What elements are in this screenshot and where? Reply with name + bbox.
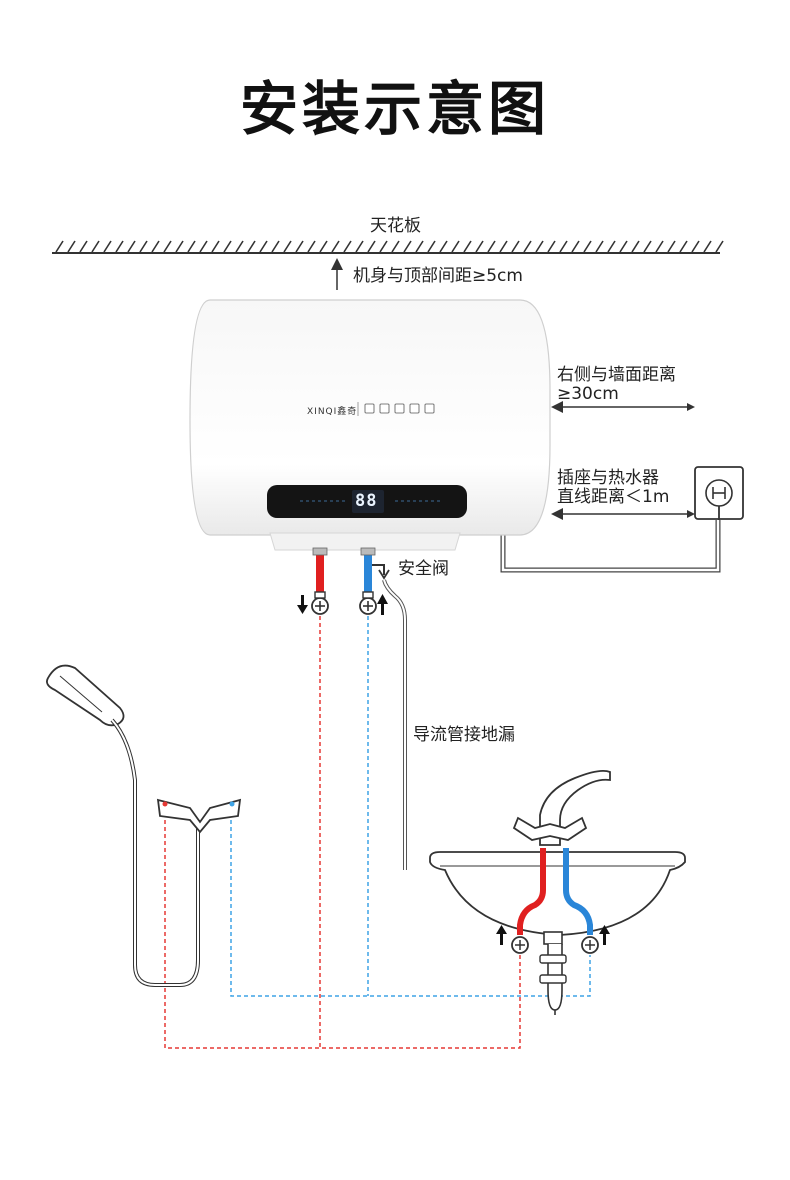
heater-flow-arrows <box>297 594 388 615</box>
ceiling-hatch <box>271 240 280 253</box>
ceiling-hatch <box>619 240 628 253</box>
ceiling-hatch <box>223 240 232 253</box>
ceiling-hatch <box>331 240 340 253</box>
hot-water-line <box>164 616 521 1049</box>
ceiling-hatch <box>199 240 208 253</box>
basin-flow-arrows <box>496 925 610 945</box>
cold-water-line <box>230 616 591 997</box>
ceiling-hatch <box>403 240 412 253</box>
ceiling-hatch <box>55 240 64 253</box>
ceiling-hatch <box>571 240 580 253</box>
right-gap-arrow <box>551 401 695 413</box>
ceiling-hatch <box>355 240 364 253</box>
ceiling-hatch <box>463 240 472 253</box>
ceiling-hatch <box>703 240 712 253</box>
wall-socket <box>694 466 744 520</box>
ceiling-hatch <box>415 240 424 253</box>
ceiling <box>52 240 724 254</box>
ceiling-hatch <box>367 240 376 253</box>
ceiling-hatch <box>439 240 448 253</box>
heater-hot-outlet <box>311 547 329 615</box>
ceiling-hatch <box>319 240 328 253</box>
heater-brand-logo: XINQI鑫奇 <box>307 407 358 417</box>
ceiling-hatch <box>679 240 688 253</box>
socket-distance-label-line2: 直线距离＜1m <box>557 487 670 507</box>
ceiling-hatch <box>667 240 676 253</box>
ceiling-hatch <box>511 240 520 253</box>
ceiling-hatch <box>475 240 484 253</box>
socket-distance-label-line1: 插座与热水器 <box>557 468 659 488</box>
page-title: 安装示意图 <box>239 75 550 143</box>
right-gap-label-line2: ≥30cm <box>557 384 619 404</box>
ceiling-hatch <box>583 240 592 253</box>
ceiling-hatch <box>655 240 664 253</box>
shower-set <box>46 664 242 987</box>
ceiling-hatch <box>559 240 568 253</box>
ceiling-hatch <box>163 240 172 253</box>
heater-cold-inlet <box>359 547 377 615</box>
ceiling-hatch <box>211 240 220 253</box>
ceiling-hatch <box>499 240 508 253</box>
right-gap-label-line1: 右侧与墙面距离 <box>557 365 676 385</box>
ceiling-hatch <box>379 240 388 253</box>
ceiling-hatch <box>139 240 148 253</box>
ceiling-hatch <box>91 240 100 253</box>
ceiling-hatch <box>235 240 244 253</box>
ceiling-hatch <box>175 240 184 253</box>
ceiling-hatch <box>643 240 652 253</box>
ceiling-hatch <box>259 240 268 253</box>
ceiling-hatch <box>427 240 436 253</box>
ceiling-hatch <box>523 240 532 253</box>
ceiling-hatch <box>343 240 352 253</box>
ceiling-hatch <box>547 240 556 253</box>
drain-tube-label: 导流管接地漏 <box>413 725 515 745</box>
ceiling-hatch <box>127 240 136 253</box>
ceiling-hatch <box>607 240 616 253</box>
ceiling-hatch <box>691 240 700 253</box>
ceiling-hatch <box>103 240 112 253</box>
control-buttons <box>364 403 435 414</box>
top-gap-label: 机身与顶部间距≥5cm <box>353 266 523 286</box>
ceiling-hatch <box>115 240 124 253</box>
ceiling-hatch <box>247 240 256 253</box>
safety-valve-label: 安全阀 <box>398 559 449 579</box>
ceiling-hatch <box>715 240 724 253</box>
ceiling-hatch <box>595 240 604 253</box>
safety-valve <box>372 564 407 870</box>
ceiling-label: 天花板 <box>370 216 421 236</box>
ceiling-hatch <box>187 240 196 253</box>
ceiling-hatch <box>307 240 316 253</box>
water-heater <box>189 299 551 551</box>
heater-display-digits: 88 <box>355 491 378 511</box>
ceiling-hatch <box>535 240 544 253</box>
ceiling-hatch <box>283 240 292 253</box>
wash-basin <box>429 769 686 1015</box>
ceiling-hatch <box>451 240 460 253</box>
ceiling-hatch <box>67 240 76 253</box>
ceiling-hatch <box>391 240 400 253</box>
top-gap-arrow <box>331 258 343 290</box>
ceiling-hatch <box>295 240 304 253</box>
ceiling-hatch <box>487 240 496 253</box>
ceiling-hatch <box>79 240 88 253</box>
socket-distance-arrow <box>551 508 695 520</box>
ceiling-hatch <box>151 240 160 253</box>
ceiling-hatch <box>631 240 640 253</box>
